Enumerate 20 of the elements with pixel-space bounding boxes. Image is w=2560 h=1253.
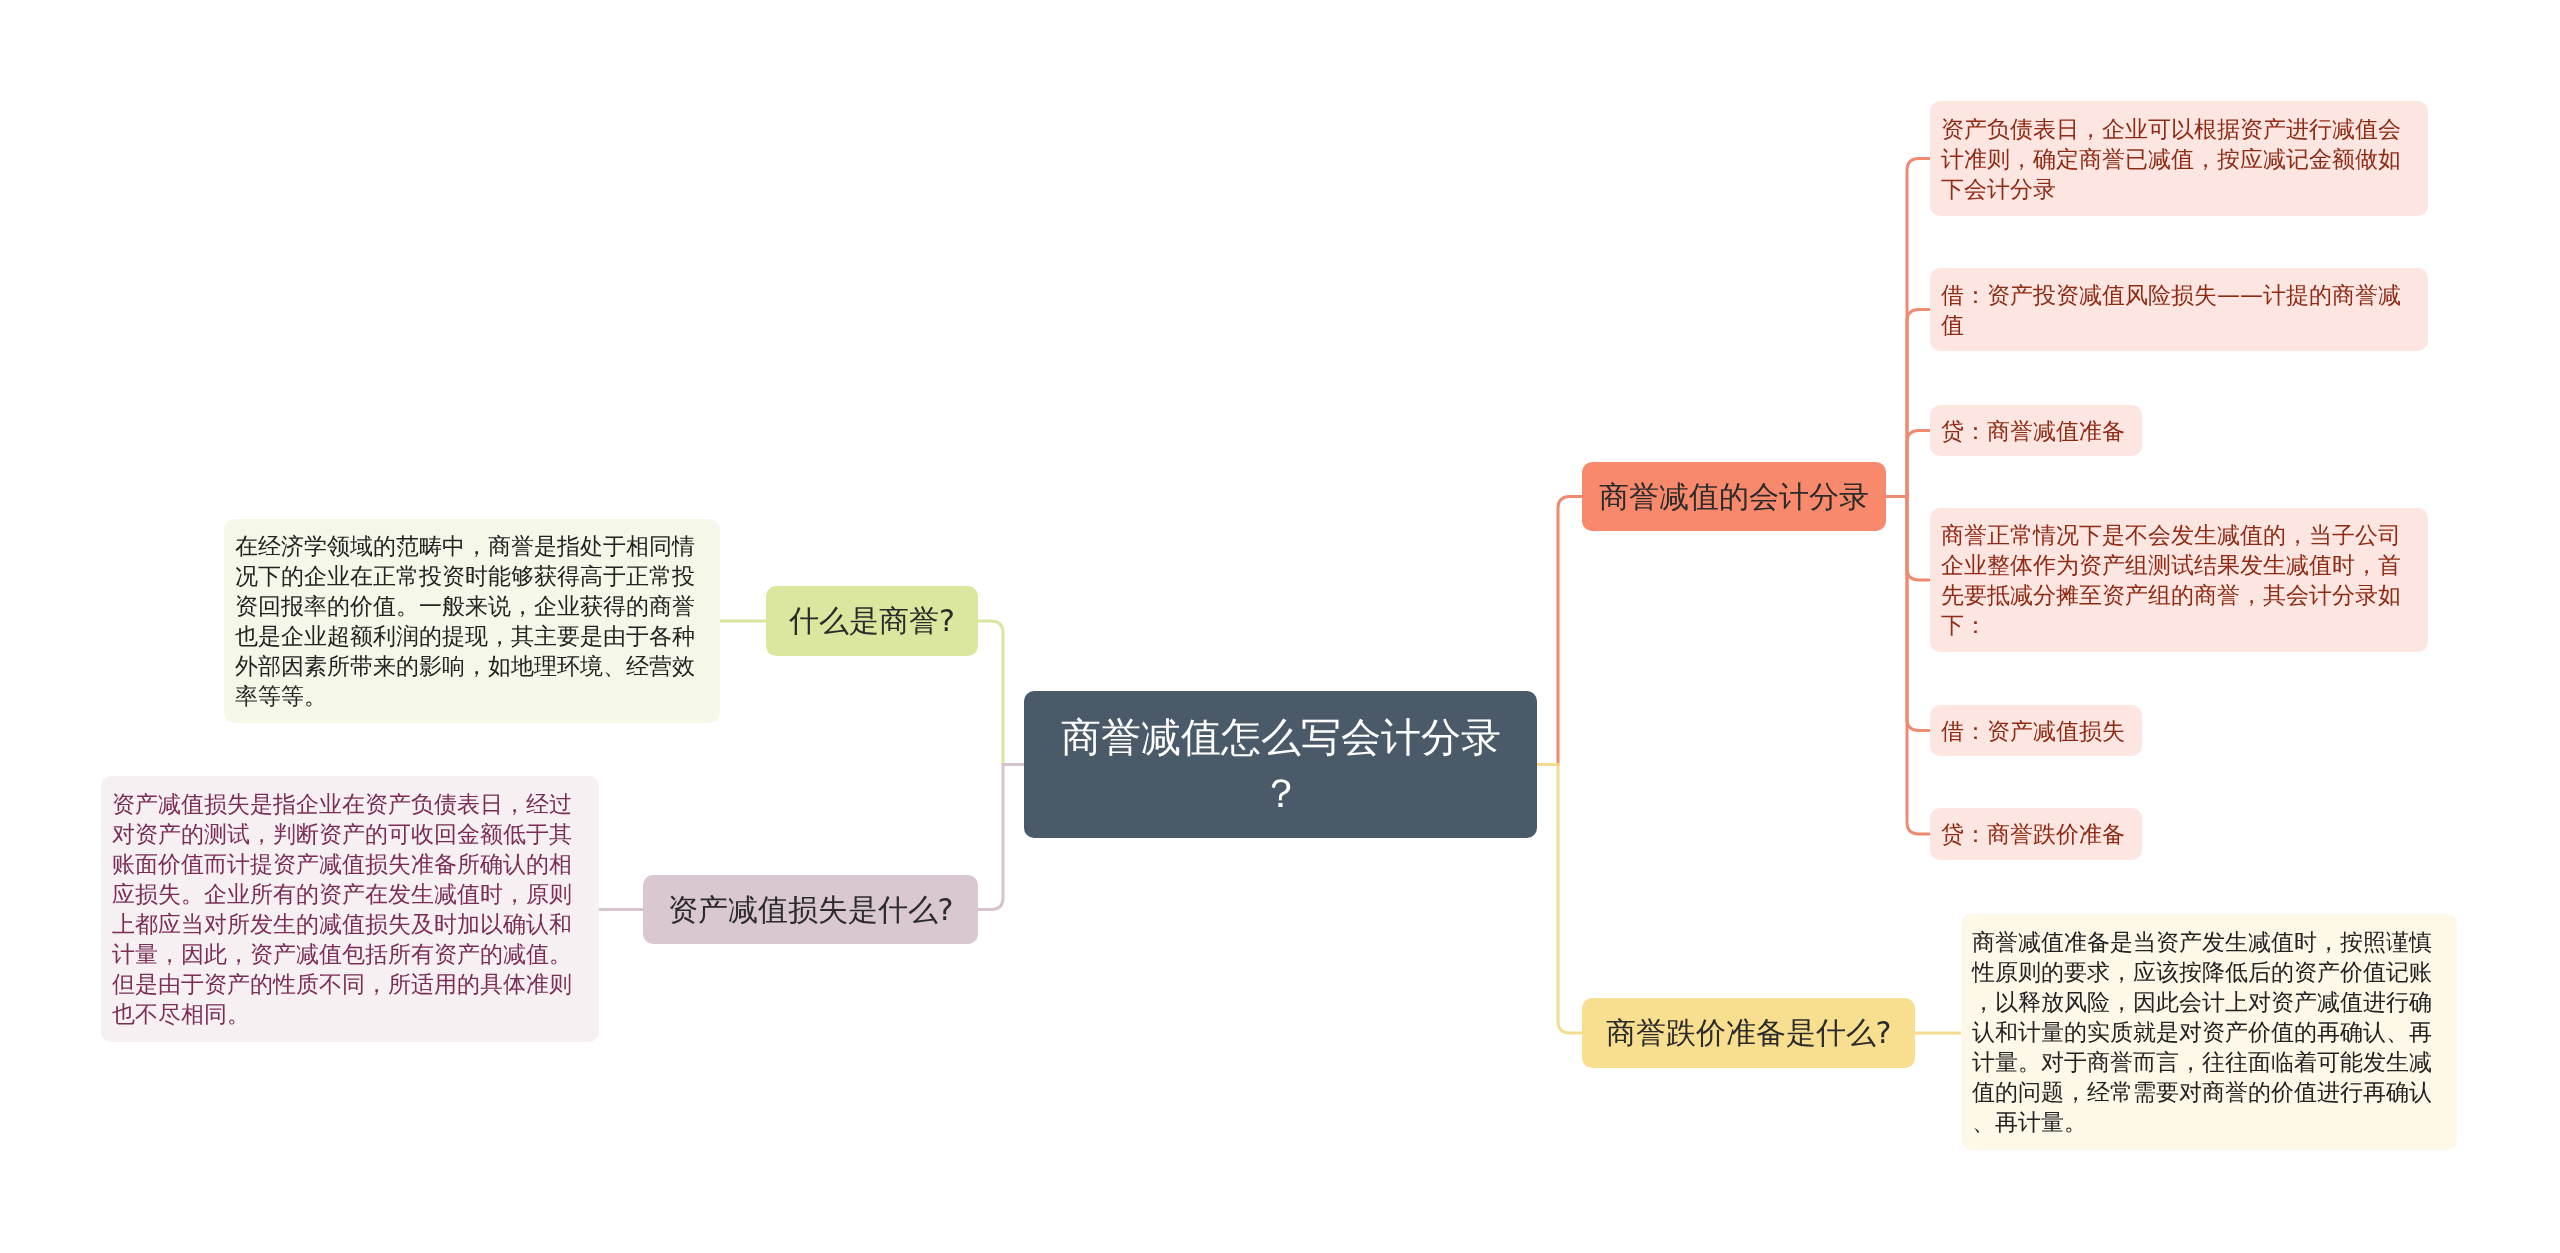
branch-topic-box: 商誉跌价准备是什么? (1582, 998, 1915, 1068)
branch-topic-box: 什么是商誉? (766, 586, 978, 656)
note-box: 贷：商誉减值准备 (1930, 405, 2142, 456)
connector-line (978, 763, 1024, 911)
note-box: 商誉减值准备是当资产发生减值时，按照谨慎性原则的要求，应该按降低后的资产价值记账，以释放风险，因此会计上对资产减值进行确认和计量的实质就是对资产价值的再确认、再计量。对于商誉而言，往往面临着可能发生减值的问题，经常需要对商誉的价值进行再确认、再计量。 (1961, 914, 2457, 1150)
note-box: 商誉正常情况下是不会发生减值的，当子公司企业整体作为资产组测试结果发生减值时，首先要抵减分摊至资产组的商誉，其会计分录如下： (1930, 508, 2428, 652)
note-box: 资产负债表日，企业可以根据资产进行减值会计准则，确定商誉已减值，按应减记金额做如下会计分录 (1930, 101, 2428, 216)
note-box: 借：资产投资减值风险损失——计提的商誉减值 (1930, 268, 2428, 351)
branch-topic-box: 资产减值损失是什么? (643, 875, 978, 944)
note-box: 贷：商誉跌价准备 (1930, 808, 2142, 860)
connector-line (720, 619, 766, 623)
note-box: 在经济学领域的范畴中，商誉是指处于相同情况下的企业在正常投资时能够获得高于正常投资回报率的价值。一般来说，企业获得的商誉也是企业超额利润的提现，其主要是由于各种外部因素所带来的影响，如地理环境、经营效率等等。 (224, 519, 720, 723)
connector-line (1886, 495, 1930, 836)
connector-line (599, 908, 643, 911)
branch-topic-box: 商誉减值的会计分录 (1582, 462, 1886, 531)
central-topic-box: 商誉减值怎么写会计分录？ (1024, 691, 1537, 838)
connector-line (1915, 1031, 1961, 1035)
connector-line (1537, 763, 1582, 1035)
note-box: 借：资产减值损失 (1930, 705, 2142, 756)
note-box: 资产减值损失是指企业在资产负债表日，经过对资产的测试，判断资产的可收回金额低于其账面价值而计提资产减值损失准备所确认的相应损失。企业所有的资产在发生减值时，原则上都应当对所发生的减值损失及时加以确认和计量，因此，资产减值包括所有资产的减值。但是由于资产的性质不同，所适用的具体准则也不尽相同。 (101, 776, 599, 1042)
